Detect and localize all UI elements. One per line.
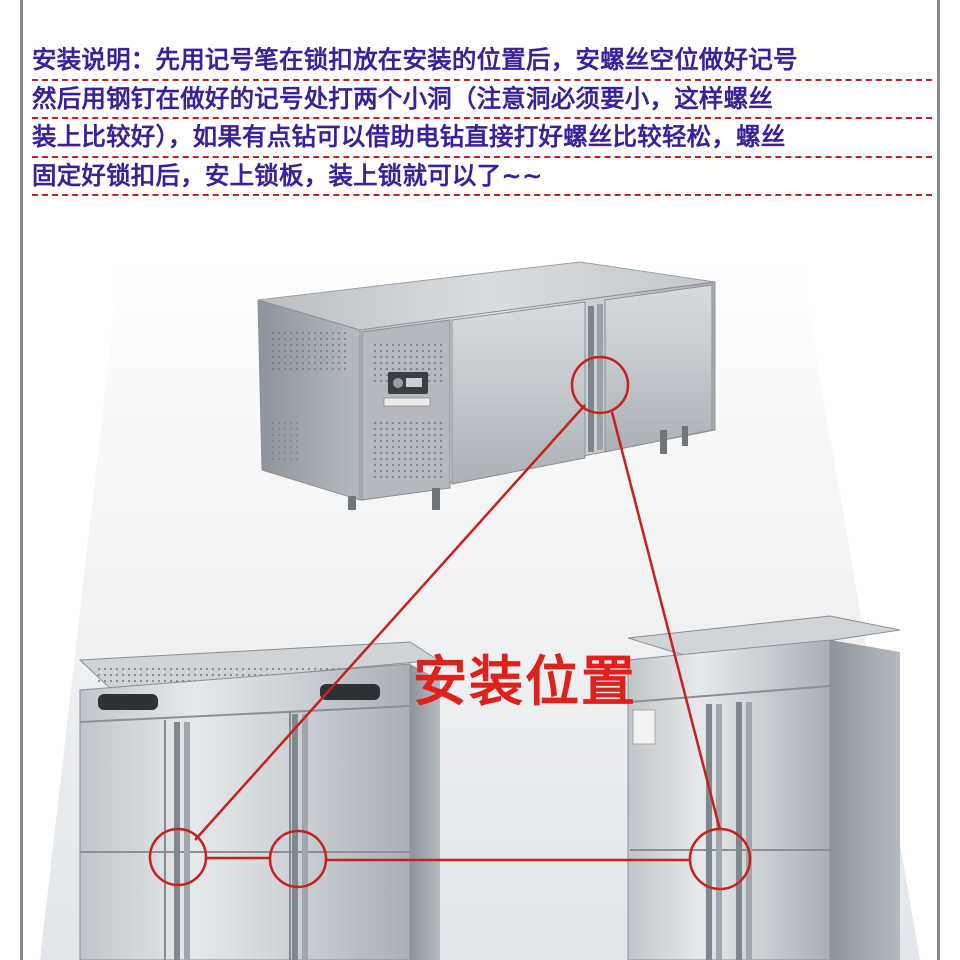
- instruction-line-1: 安装说明：先用记号笔在锁扣放在安装的位置后，安螺丝空位做好记号: [32, 42, 932, 81]
- four-door-fridge-image: [627, 615, 901, 960]
- installation-instructions: 安装说明：先用记号笔在锁扣放在安装的位置后，安螺丝空位做好记号 然后用钢钉在做好…: [32, 42, 932, 196]
- instruction-line-3: 装上比较好），如果有点钻可以借助电钻直接打好螺丝比较轻松，螺丝: [32, 119, 932, 158]
- counter-fridge-image: [257, 261, 716, 510]
- instruction-line-2: 然后用钢钉在做好的记号处打两个小洞（注意洞必须要小，这样螺丝: [32, 81, 932, 119]
- connector-line-2: [610, 411, 722, 831]
- connector-line-1: [194, 404, 586, 841]
- instruction-line-4: 固定好锁扣后，安上锁板，装上锁就可以了~~: [32, 158, 932, 196]
- right-frame-line: [937, 0, 940, 960]
- left-frame-line: [20, 0, 23, 960]
- lock-position-annotations: [148, 355, 752, 891]
- highlight-circle-counter: [570, 355, 630, 415]
- six-door-fridge-image: [78, 641, 440, 960]
- install-position-label: 安装位置: [413, 650, 637, 713]
